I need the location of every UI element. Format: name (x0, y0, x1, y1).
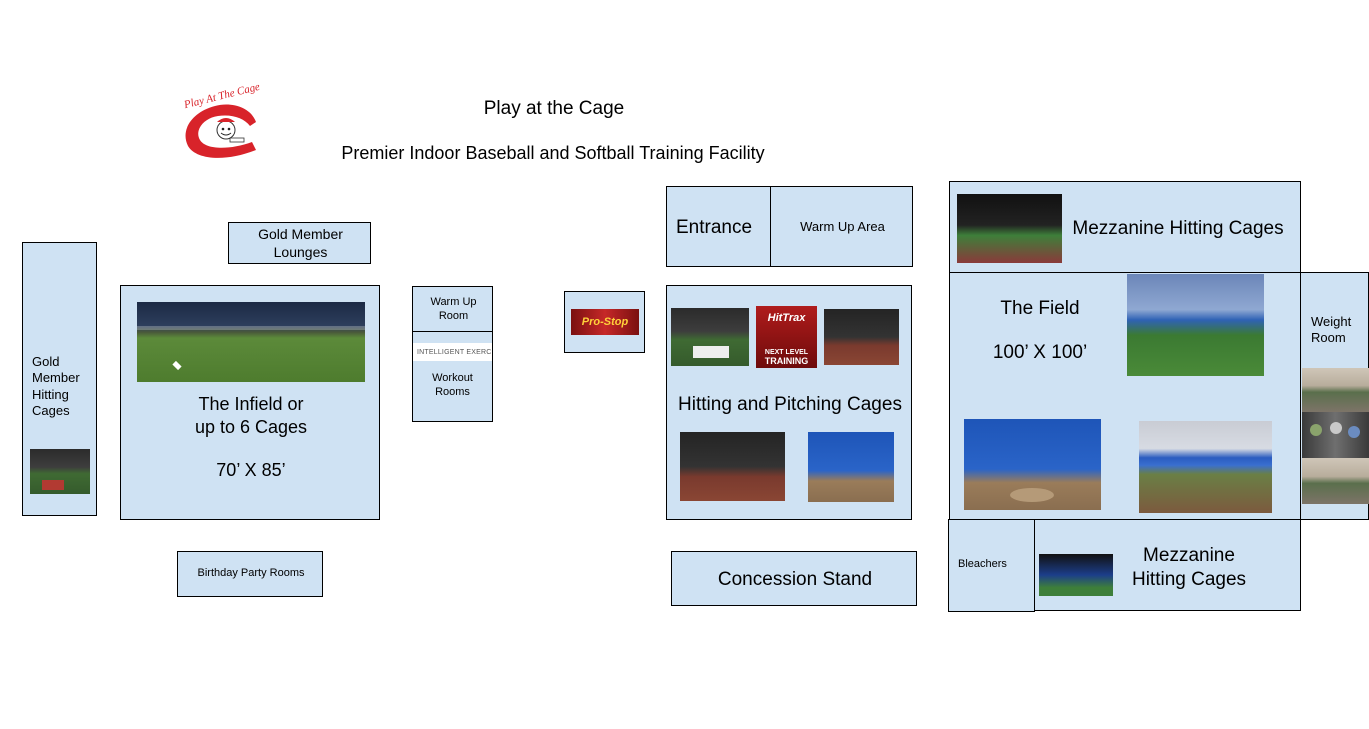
mezzanine-hitting-cages-bottom[interactable]: Mezzanine Hitting Cages (1034, 519, 1301, 611)
warm-up-area[interactable]: Warm Up Area (770, 186, 913, 267)
play-at-the-cage-logo-icon (185, 104, 256, 158)
workout-rooms-label: Workout Rooms (432, 372, 473, 398)
mezzanine-bottom-label: Mezzanine Hitting Cages (1131, 545, 1247, 590)
hittrax-line1: NEXT LEVEL (764, 349, 809, 356)
page-title: Play at the Cage (483, 98, 625, 119)
gold-cage-photo (30, 449, 90, 494)
hitting-pitching-cages[interactable]: HitTrax NEXT LEVEL TRAINING Hitting and … (666, 285, 912, 520)
birthday-party-rooms[interactable]: Birthday Party Rooms (177, 551, 323, 597)
cage-lane-photo-1 (680, 432, 785, 501)
gold-member-lounges-label: Gold Member Lounges (258, 226, 343, 260)
field-photo-3 (1139, 421, 1272, 513)
the-field-size: 100’ X 100’ (992, 342, 1088, 363)
prostop-logo: Pro-Stop (571, 309, 639, 335)
workout-rooms[interactable]: INTELLIGENT EXERCISE Workout Rooms (412, 331, 493, 422)
gold-member-hitting-cages[interactable]: Gold Member Hitting Cages (22, 242, 97, 516)
infield-name: The Infield or up to 6 Cages (194, 394, 308, 437)
the-field-name: The Field (1000, 298, 1080, 319)
weight-room-photo-2 (1302, 412, 1369, 458)
warm-up-room-label: Warm Up Room (430, 296, 477, 322)
concession-stand[interactable]: Concession Stand (671, 551, 917, 606)
field-photo-1 (1127, 274, 1264, 376)
warm-up-room[interactable]: Warm Up Room (412, 286, 493, 332)
entrance[interactable]: Entrance (666, 186, 771, 267)
the-field[interactable]: The Field 100’ X 100’ (949, 272, 1301, 520)
mezzanine-top-label: Mezzanine Hitting Cages (1072, 218, 1284, 239)
infield-photo (137, 302, 365, 382)
infield[interactable]: The Infield or up to 6 Cages 70’ X 85’ (120, 285, 380, 520)
bleachers-label: Bleachers (958, 558, 1007, 570)
gold-member-lounges[interactable]: Gold Member Lounges (228, 222, 371, 264)
field-photo-2 (964, 419, 1101, 510)
page-subtitle: Premier Indoor Baseball and Softball Tra… (341, 143, 765, 163)
hittrax-line2: TRAINING (764, 356, 809, 366)
weight-room-photo-3 (1302, 458, 1369, 504)
batting-cage-photo (824, 309, 899, 365)
infield-size: 70’ X 85’ (216, 460, 286, 480)
bleachers[interactable]: Bleachers (948, 519, 1035, 612)
logo: Play At The Cage (170, 81, 276, 162)
weight-room-label: Weight Room (1311, 314, 1352, 345)
prostop-booth[interactable]: Pro-Stop (564, 291, 645, 353)
hittrax-brand: HitTrax (767, 312, 806, 324)
hitting-pitching-cages-label: Hitting and Pitching Cages (678, 394, 902, 415)
mezzanine-bottom-photo (1039, 554, 1113, 596)
hittrax-logo: HitTrax NEXT LEVEL TRAINING (756, 306, 817, 368)
gold-member-hitting-cages-label: Gold Member Hitting Cages (32, 354, 80, 418)
cage-lane-photo-2 (808, 432, 894, 502)
mezzanine-top-photo (957, 194, 1062, 263)
mezzanine-hitting-cages-top[interactable]: Mezzanine Hitting Cages (949, 181, 1301, 273)
birthday-party-rooms-label: Birthday Party Rooms (197, 567, 305, 579)
warm-up-area-label: Warm Up Area (800, 219, 885, 234)
concession-stand-label: Concession Stand (717, 569, 873, 590)
pitching-cage-photo (671, 308, 749, 366)
weight-room-photo-1 (1302, 368, 1369, 412)
intelligent-exercise-logo: INTELLIGENT EXERCISE (413, 343, 492, 361)
weight-room[interactable]: Weight Room (1300, 272, 1369, 520)
entrance-label: Entrance (675, 217, 753, 238)
